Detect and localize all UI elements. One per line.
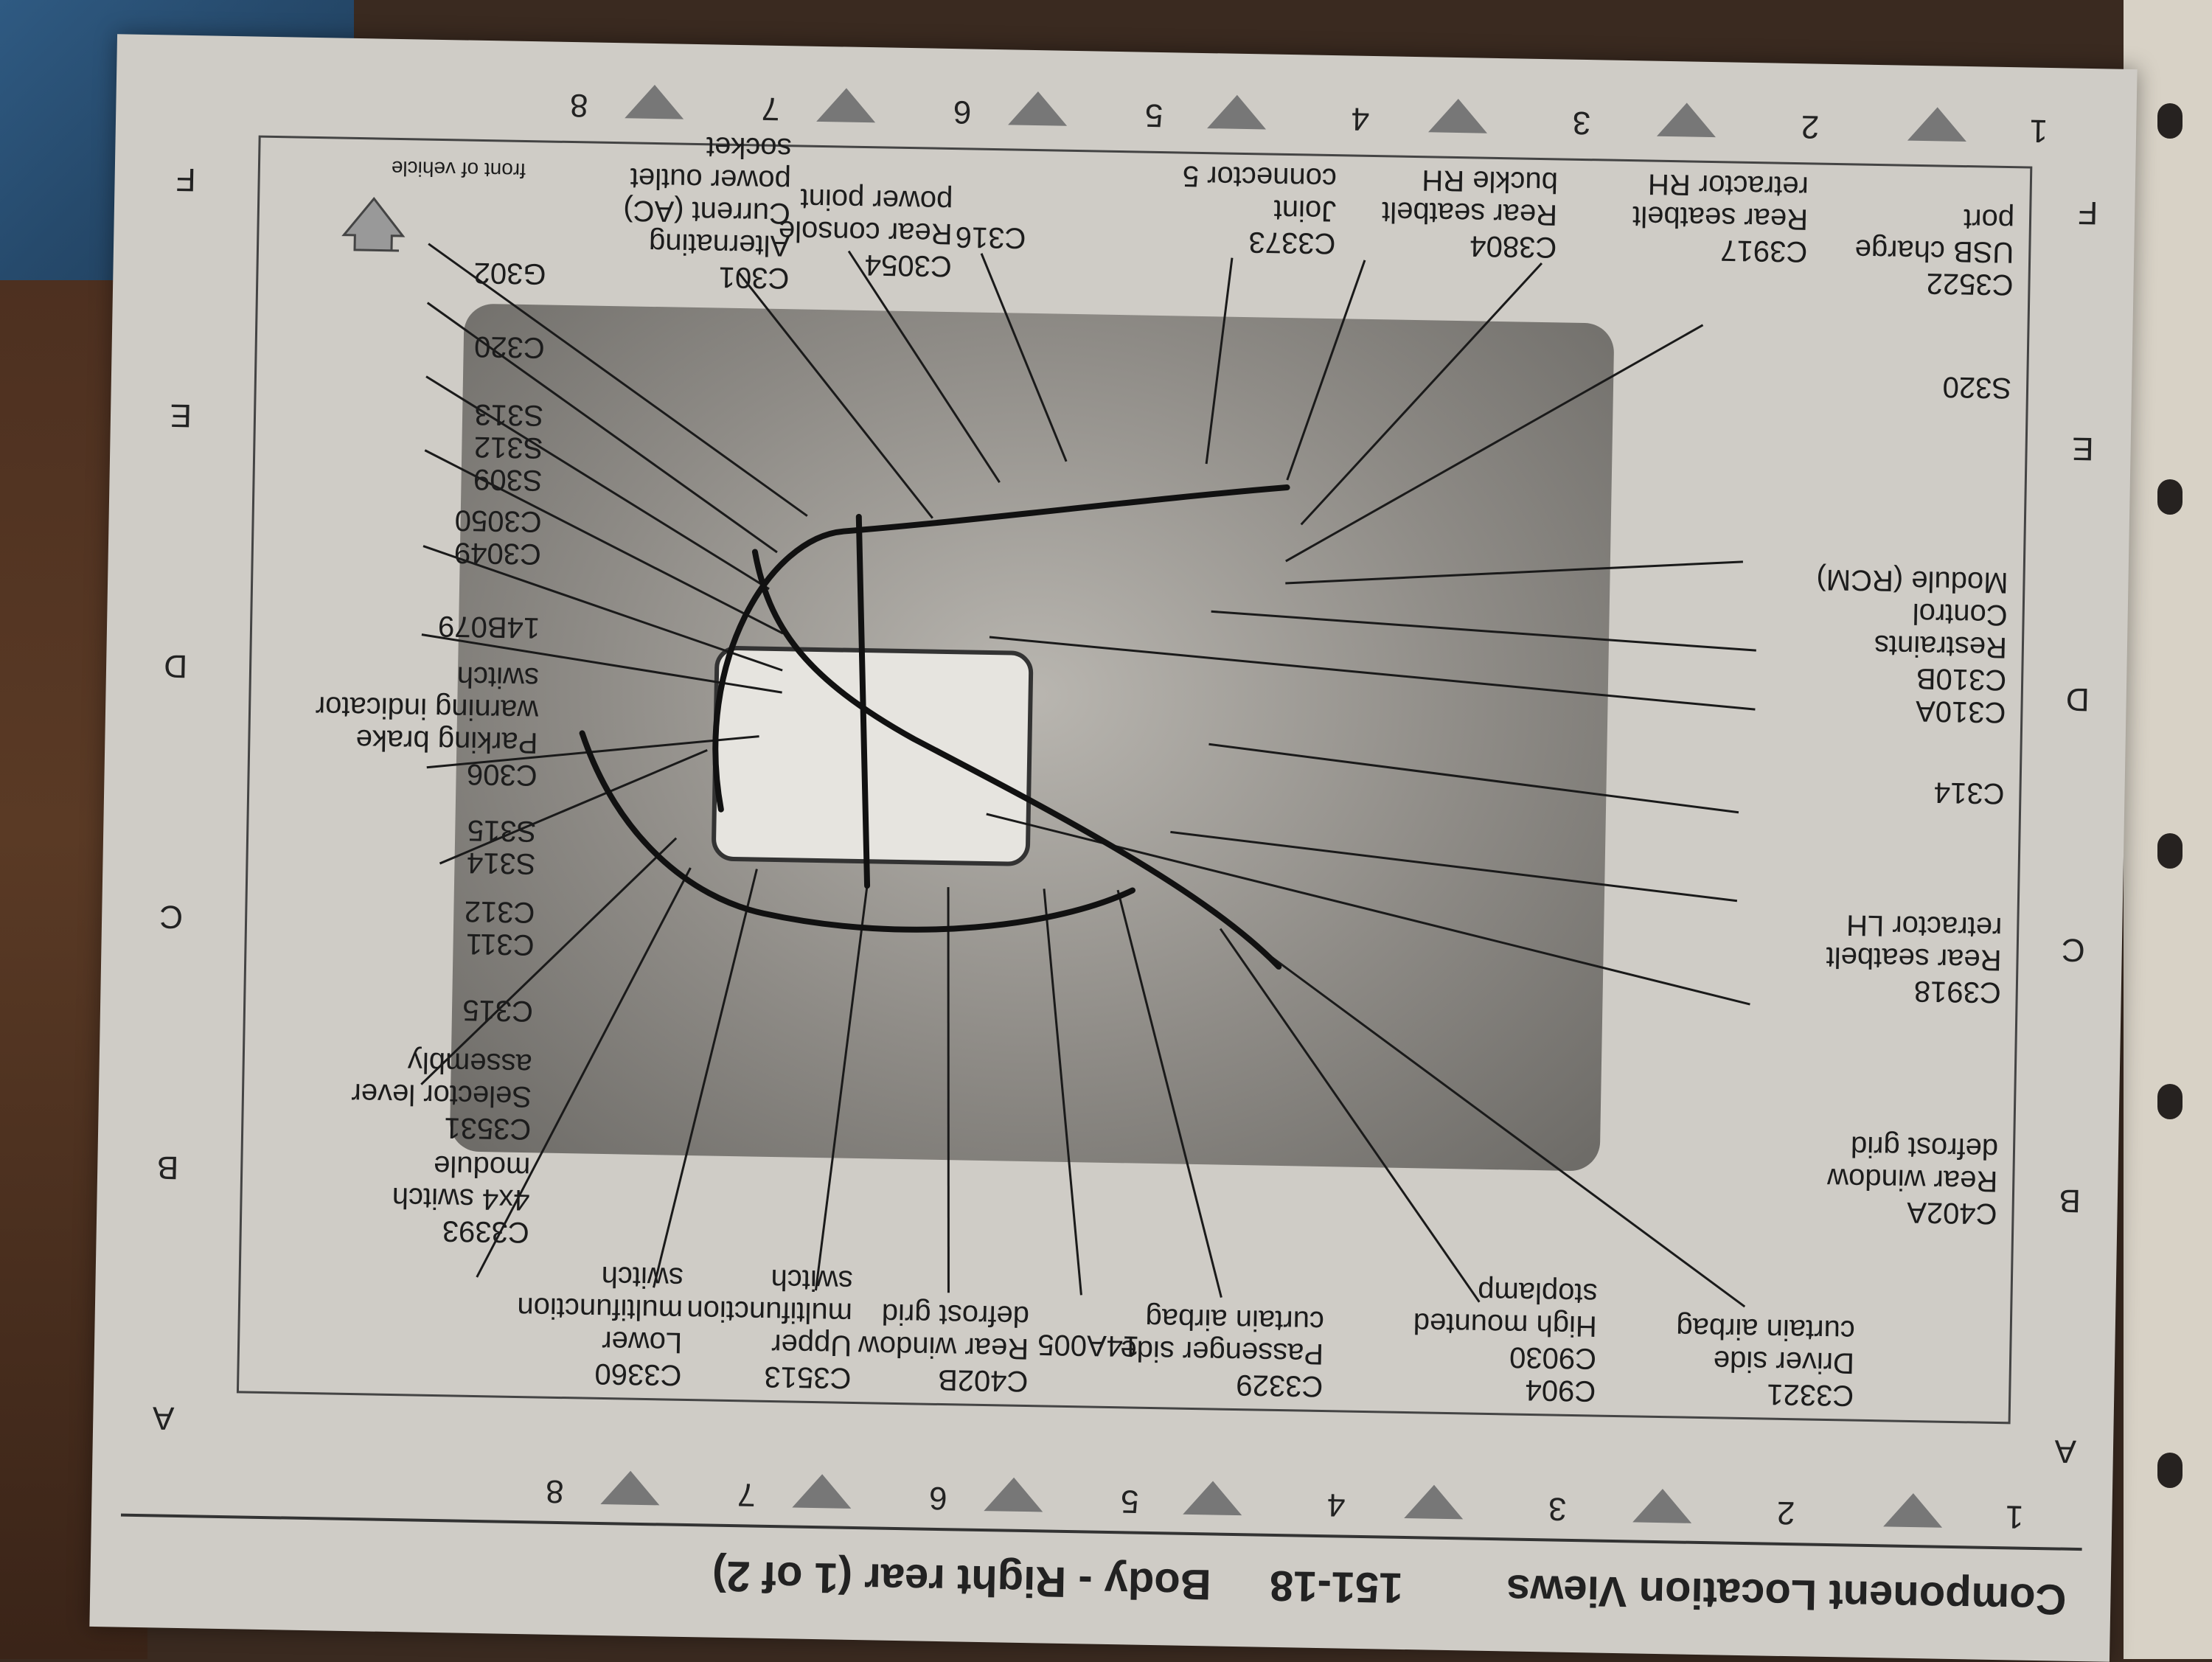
grid-marker [600,1470,661,1506]
grid-number: 7 [737,1476,757,1513]
header-page-number: 151-18 [1269,1561,1404,1612]
grid-letter: B [156,1149,179,1186]
grid-letter: C [159,898,184,935]
grid-number: 7 [761,90,780,127]
callout-label: C320 [473,330,546,364]
grid-letter: D [2065,681,2090,718]
grid-number: 2 [1801,108,1820,145]
grid-number: 5 [1144,97,1164,134]
manual-page-wrapper: Component Location Views 151-18 Body - R… [89,34,2138,1662]
grid-number: 2 [1776,1494,1795,1531]
grid-marker [816,87,876,123]
grid-letter: A [2054,1433,2077,1470]
grid-number: 4 [1326,1487,1346,1523]
grid-letter: C [2061,931,2086,969]
callout-label: C3531 Selector lever assembly [351,1046,533,1146]
callout-label: C3393 4x4 switch module [392,1149,531,1249]
grid-number: 1 [2005,1498,2024,1535]
callout-label: C3321 Driver side curtain airbag [1676,1311,1856,1412]
grid-number: 8 [545,1472,565,1510]
binder-ring [2157,1084,2183,1119]
grid-numbers-bottom: 1 2 3 4 5 6 7 8 [204,65,2048,149]
header-section: Body - Right rear (1 of 2) [712,1551,1212,1609]
leader-lines [420,243,1756,1308]
grid-number: 1 [2029,112,2048,149]
grid-number: 4 [1351,100,1370,137]
grid-letter: F [2077,194,2098,232]
callout-label: G302 [473,256,546,291]
callout-label: S314 S315 [466,813,537,880]
grid-marker [792,1473,852,1509]
callout-label: C3917 Rear seatbelt retractor RH [1632,167,1809,268]
callout-label: C3918 Rear seatbelt retractor LH [1826,908,2003,1009]
grid-number: 5 [1120,1483,1139,1520]
callout-label: C3360 Lower multifunction switch [517,1259,684,1391]
binder-ring [2157,833,2183,869]
binder-ring [2157,103,2183,139]
callout-label: 14B079 [437,609,540,644]
callout-label: C315 [462,993,534,1028]
grid-marker [625,84,684,119]
callout-label: C306 Parking brake warning indicator swi… [315,660,540,792]
grid-letter: E [170,397,192,434]
callout-label: C316 [955,220,1026,254]
callout-label: C402A Rear window defrost grid [1826,1130,1999,1230]
callout-label: C3373 Joint connector 5 [1182,159,1338,260]
callout-label: C314 [1933,776,2005,810]
diagram-frame: C3321 Driver side curtain airbag C904 C9… [236,131,2033,1425]
grid-number: 3 [1572,104,1591,142]
front-of-vehicle-note: front of vehicle [391,156,526,182]
binder-ring [2157,479,2183,515]
callout-label: C311 C312 [464,894,535,962]
grid-marker [1428,98,1488,133]
grid-marker [1656,102,1717,138]
callout-label: S309 S312 S313 [473,397,544,497]
grid-letter: F [175,161,197,198]
grid-letter: D [163,647,188,685]
binder-edge [2124,0,2212,1659]
callout-label: C3049 C3050 [453,504,542,571]
grid-marker [1404,1484,1464,1520]
grid-number: 8 [569,86,588,124]
grid-marker [1883,1492,1943,1528]
grid-letter: B [2059,1182,2081,1219]
grid-marker [1207,94,1267,130]
callout-label: S320 [1942,370,2012,405]
grid-marker [1632,1488,1692,1523]
grid-number: 6 [953,94,972,131]
grid-letter: A [152,1400,175,1436]
front-arrow-icon [341,196,406,252]
callout-label: C310A C310B Restraints Control Module (R… [1816,563,2008,729]
grid-number: 6 [928,1479,948,1517]
grid-marker [1907,106,1967,142]
callout-label: C904 C9030 High mounted stoplamp [1413,1275,1598,1408]
grid-marker [984,1477,1044,1512]
grid-marker [1183,1480,1243,1516]
grid-number: 3 [1548,1490,1567,1527]
header-title: Component Location Views [1506,1565,2067,1624]
grid-marker [1008,91,1068,126]
binder-ring [2157,1453,2183,1488]
grid-letters-right: A B C D E F [130,123,204,1436]
grid-letters-left: A B C D E F [2031,156,2106,1470]
manual-page: Component Location Views 151-18 Body - R… [89,34,2138,1662]
grid-letter: E [2071,430,2095,467]
